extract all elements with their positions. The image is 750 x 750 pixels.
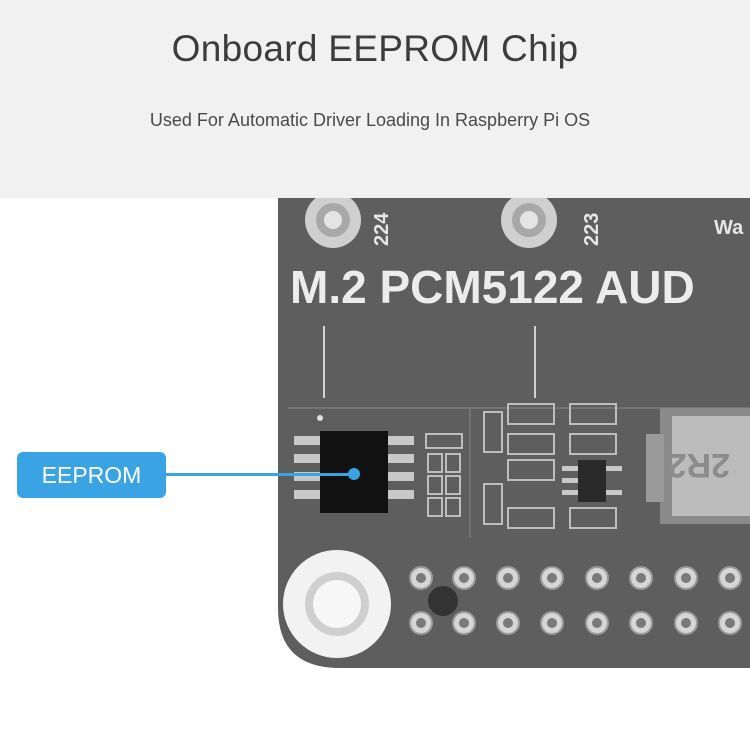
callout-leader-dot bbox=[348, 468, 360, 480]
inductor bbox=[646, 408, 750, 524]
callout-leader-line bbox=[166, 473, 354, 476]
page-subtitle: Used For Automatic Driver Loading In Ras… bbox=[149, 110, 591, 130]
brand-fragment: Wa bbox=[714, 217, 744, 239]
mount-hole-top-right bbox=[501, 198, 557, 248]
mount-hole-top-left bbox=[305, 198, 361, 248]
pcb-illustration: 224 223 Wa M.2 PCM5122 AUD bbox=[278, 198, 750, 668]
hole-number-223: 223 bbox=[581, 213, 603, 246]
gpio-header-pins bbox=[409, 566, 742, 635]
header-banner: Onboard EEPROM Chip Used For Automatic D… bbox=[0, 0, 750, 198]
page-title: Onboard EEPROM Chip bbox=[171, 28, 579, 69]
smd-components bbox=[425, 403, 617, 529]
board-label: M.2 PCM5122 AUD bbox=[290, 261, 695, 313]
pcb-photo: 224 223 Wa M.2 PCM5122 AUD bbox=[0, 198, 750, 750]
eeprom-callout-label: EEPROM bbox=[17, 452, 166, 498]
mount-hole-bottom-left bbox=[283, 550, 391, 658]
hole-number-224: 224 bbox=[371, 212, 393, 246]
sot-transistor bbox=[562, 460, 622, 502]
inductor-marking: 2R2 bbox=[668, 446, 730, 484]
